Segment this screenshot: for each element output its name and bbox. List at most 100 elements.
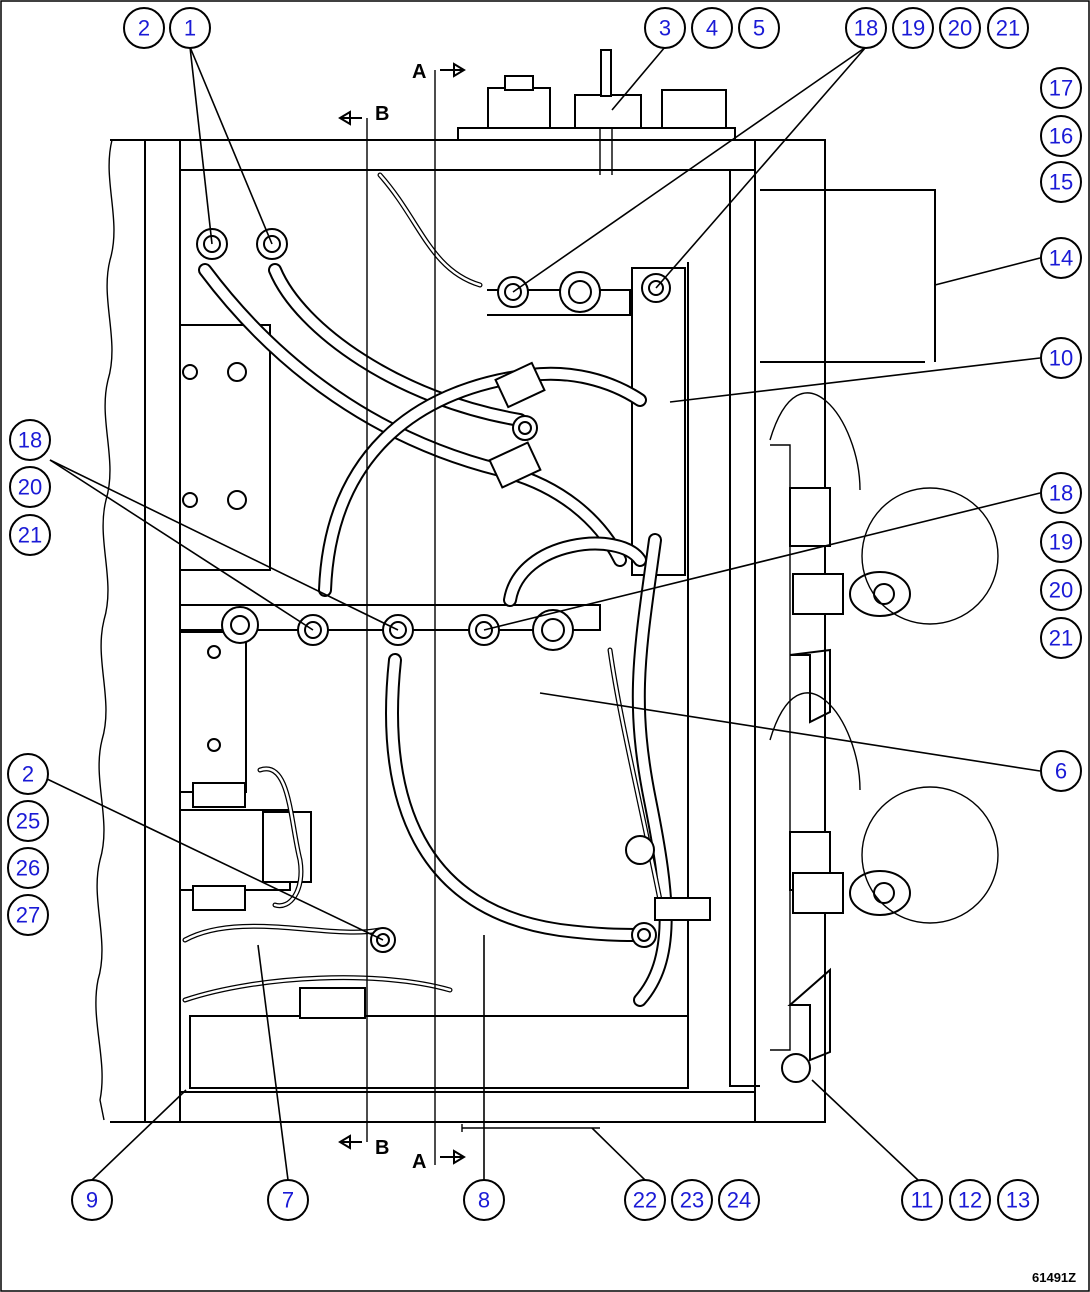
housing-inner-top [179,140,756,171]
callout-bubble: 10 [1040,337,1082,379]
right-panel [687,140,760,1092]
svg-text:18: 18 [18,428,42,453]
drawing-reference-code: 61491Z [1032,1270,1076,1285]
svg-text:8: 8 [478,1188,490,1213]
housing-top [110,139,826,1123]
callout-bubble: 6 [1040,750,1082,792]
svg-text:11: 11 [911,1188,934,1213]
callout-bubble: 21 [9,514,51,556]
callout-bubble: 17 [1040,67,1082,109]
svg-text:20: 20 [1049,578,1073,603]
callout-bubble: 19 [1040,521,1082,563]
fitting-right [661,89,727,129]
svg-text:21: 21 [996,16,1020,41]
svg-text:20: 20 [948,16,972,41]
svg-text:9: 9 [86,1188,98,1213]
linework [95,49,999,1165]
svg-text:27: 27 [16,903,40,928]
svg-text:7: 7 [282,1188,294,1213]
callout-bubble: 11 [901,1179,943,1221]
svg-text:16: 16 [1049,124,1073,149]
svg-text:14: 14 [1049,246,1073,271]
callout-bubble: 13 [997,1179,1039,1221]
fitting-mid-rod [600,49,612,97]
loop-upper [861,487,999,625]
left-plate-upper [179,324,271,571]
callout-bubble: 16 [1040,115,1082,157]
leader-lines [44,46,1041,1181]
svg-text:4: 4 [706,16,718,41]
svg-text:1: 1 [184,16,196,41]
fitting-left-cap [504,75,534,91]
fitting-left [487,87,551,129]
svg-text:3: 3 [659,16,671,41]
svg-text:15: 15 [1049,170,1073,195]
callout-bubble: 8 [463,1179,505,1221]
svg-text:22: 22 [633,1188,657,1213]
callout-bubble: 22 [624,1179,666,1221]
svg-text:10: 10 [1049,346,1073,371]
svg-text:19: 19 [901,16,925,41]
loop-lower [861,786,999,924]
callout-bubble: 5 [738,7,780,49]
svg-text:21: 21 [18,523,42,548]
svg-text:2: 2 [138,16,150,41]
svg-text:26: 26 [16,856,40,881]
callout-bubble: 1 [169,7,211,49]
callout-bubble: 21 [1040,617,1082,659]
callout-bubble: 18 [9,419,51,461]
cable-top-left-2 [268,263,527,427]
callout-bubble: 2 [7,753,49,795]
svg-text:19: 19 [1049,530,1073,555]
callout-bubble: 15 [1040,161,1082,203]
callout-bubble: 20 [939,7,981,49]
svg-text:13: 13 [1006,1188,1030,1213]
callout-bubble: 23 [671,1179,713,1221]
svg-text:17: 17 [1049,76,1073,101]
svg-text:18: 18 [854,16,878,41]
callout-bubble: 18 [845,7,887,49]
callout-bubble: 9 [71,1179,113,1221]
section-labels: A A B B [375,61,426,1173]
callout-bubble: 12 [949,1179,991,1221]
callout-bubble: 14 [1040,237,1082,279]
svg-text:18: 18 [1049,481,1073,506]
svg-text:12: 12 [958,1188,982,1213]
callout-bubble: 4 [691,7,733,49]
callout-bubble: 3 [644,7,686,49]
bottom-box [189,1015,689,1089]
fitting-mid [574,94,642,129]
callout-bubble: 24 [718,1179,760,1221]
callout-bubble: 20 [1040,569,1082,611]
left-frame-post [144,140,181,1122]
callout-bubble: 21 [987,7,1029,49]
svg-text:21: 21 [1049,626,1073,651]
section-label-a: A [412,61,426,83]
callout-bubble: 7 [267,1179,309,1221]
break-line [95,139,115,1121]
svg-text:24: 24 [727,1188,751,1213]
callout-bubble: 18 [1040,472,1082,514]
top-plate [457,127,736,140]
svg-text:6: 6 [1055,759,1067,784]
callouts: 2 1 3 4 5 18 19 20 21 17 16 15 14 10 18 … [7,7,1082,1221]
bracket [631,267,686,576]
svg-text:5: 5 [753,16,765,41]
callout-bubble: 27 [7,894,49,936]
svg-text:2: 2 [22,762,34,787]
cable-loop-bottom [385,653,647,942]
section-label-a: A [412,1151,426,1173]
side-box [760,189,936,363]
svg-text:20: 20 [18,475,42,500]
callout-bubble: 2 [123,7,165,49]
section-label-b: B [375,103,389,125]
svg-text:23: 23 [680,1188,704,1213]
bus-bar-upper [487,289,631,316]
callout-bubble: 20 [9,466,51,508]
callout-bubble: 26 [7,847,49,889]
housing-inner-bottom [179,1091,756,1122]
svg-text:25: 25 [16,809,40,834]
section-label-b: B [375,1137,389,1159]
